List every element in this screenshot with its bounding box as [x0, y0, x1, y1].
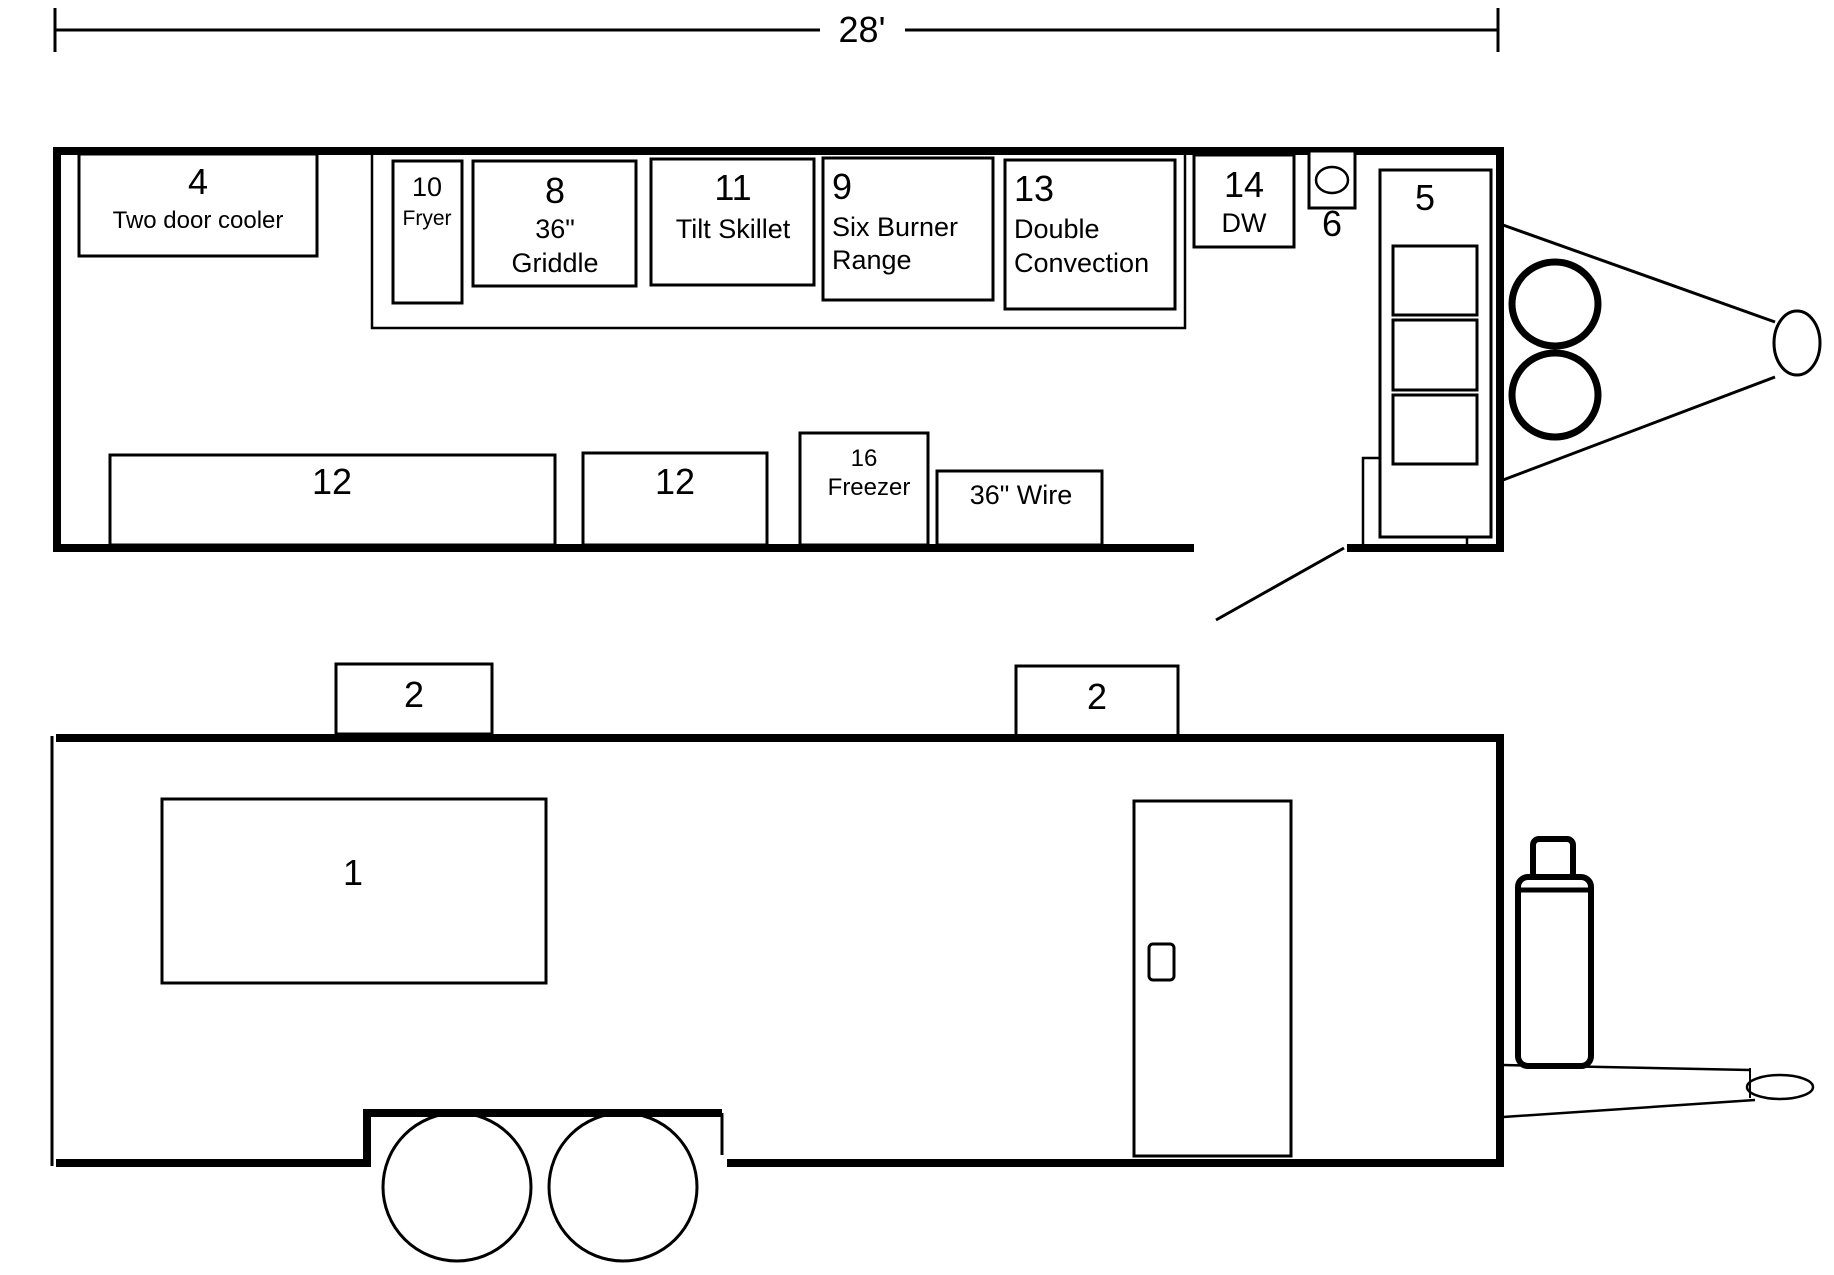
freezer: 16 Freezer — [798, 431, 930, 547]
propane-tank-2-icon — [1508, 349, 1602, 441]
svg-text:4: 4 — [188, 161, 208, 202]
roof-unit-2: 2 — [1014, 664, 1180, 738]
cook-line-counter — [370, 151, 1187, 330]
svg-text:36" Wire: 36" Wire — [970, 480, 1073, 510]
svg-text:Griddle: Griddle — [511, 248, 598, 278]
service-window: 1 — [160, 797, 548, 985]
svg-text:Tilt Skillet: Tilt Skillet — [676, 214, 791, 244]
fryer: 10 Fryer — [391, 159, 464, 305]
svg-text:Freezer: Freezer — [828, 474, 911, 501]
entry-door — [1132, 799, 1293, 1158]
hitch-side — [1502, 1063, 1815, 1119]
svg-text:Double: Double — [1014, 214, 1100, 244]
trailer-tongue-top — [1502, 223, 1822, 482]
door-handle-icon — [1147, 942, 1176, 982]
svg-text:36": 36" — [535, 214, 575, 244]
wire-shelf: 36" Wire — [935, 469, 1104, 547]
sink-compartment-3 — [1391, 393, 1479, 466]
svg-text:Two door cooler: Two door cooler — [113, 207, 284, 234]
sink-basin-icon — [1314, 165, 1350, 195]
svg-text:12: 12 — [312, 461, 352, 502]
hand-sink: 6 — [1307, 149, 1357, 244]
wheel-1-icon — [381, 1111, 533, 1263]
svg-text:16: 16 — [851, 445, 878, 472]
svg-text:6: 6 — [1322, 203, 1342, 244]
double-convection-oven: 13 Double Convection — [1003, 158, 1177, 311]
svg-text:DW: DW — [1222, 208, 1267, 238]
propane-tank-1-icon — [1508, 258, 1602, 350]
prep-counter-1: 12 — [108, 453, 557, 547]
svg-text:8: 8 — [545, 170, 565, 211]
svg-text:2: 2 — [1087, 676, 1107, 717]
two-door-cooler: 4 Two door cooler — [77, 152, 319, 258]
svg-text:10: 10 — [412, 172, 442, 202]
svg-text:13: 13 — [1014, 168, 1054, 209]
door-swing-line — [1215, 546, 1345, 622]
three-compartment-sink: 5 — [1361, 168, 1493, 548]
svg-text:Convection: Convection — [1014, 248, 1149, 278]
hitch-coupler-icon — [1772, 309, 1822, 377]
roof-unit-1: 2 — [334, 662, 494, 736]
side-elevation: 2 2 1 — [50, 662, 1815, 1263]
tilt-skillet: 11 Tilt Skillet — [649, 157, 816, 287]
svg-text:14: 14 — [1224, 164, 1264, 205]
griddle: 8 36" Griddle — [471, 159, 638, 288]
dimension-line: 28' — [53, 8, 1500, 52]
dimension-label: 28' — [839, 9, 886, 50]
hitch-coupler-side-icon — [1745, 1073, 1815, 1101]
svg-text:9: 9 — [832, 166, 852, 207]
svg-text:5: 5 — [1415, 177, 1435, 218]
six-burner-range: 9 Six Burner Range — [821, 156, 995, 302]
floor-plan: 4 Two door cooler 10 Fryer 8 36" Griddle… — [53, 147, 1822, 622]
svg-text:Range: Range — [832, 245, 912, 275]
floor-line-rear — [56, 1109, 722, 1167]
wheel-2-icon — [547, 1111, 699, 1263]
svg-text:12: 12 — [655, 461, 695, 502]
propane-tank-side-icon — [1515, 836, 1594, 1069]
svg-text:11: 11 — [714, 167, 751, 208]
prep-counter-2: 12 — [581, 451, 769, 547]
sink-compartment-1 — [1391, 244, 1479, 317]
svg-text:Six Burner: Six Burner — [832, 212, 958, 242]
sink-compartment-2 — [1391, 318, 1479, 392]
svg-text:1: 1 — [343, 852, 363, 893]
svg-text:2: 2 — [404, 674, 424, 715]
svg-text:Fryer: Fryer — [403, 207, 452, 230]
dishwasher: 14 DW — [1192, 153, 1296, 249]
